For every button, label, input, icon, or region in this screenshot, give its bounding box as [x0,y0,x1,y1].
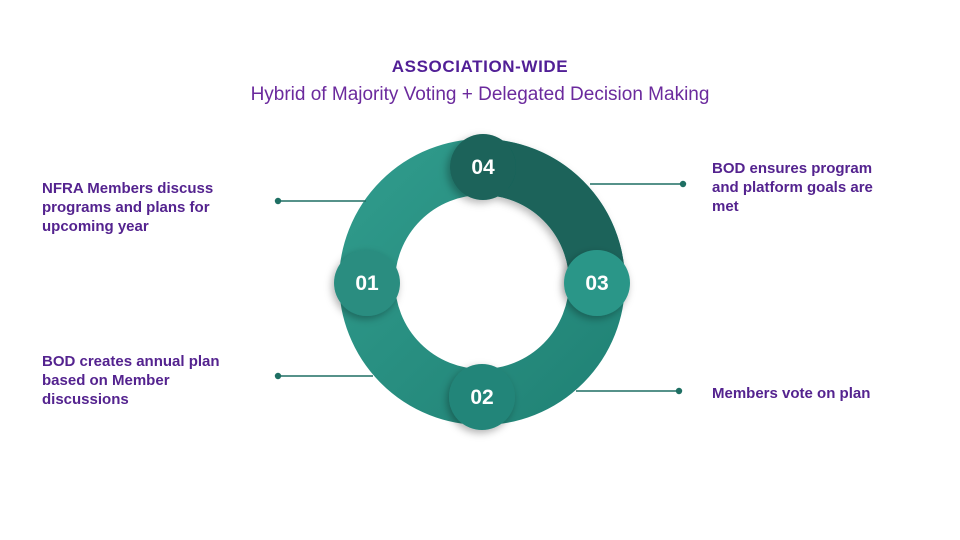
connector-dots [274,180,687,395]
connector-dot-top-left [274,197,282,205]
step-number-03: 03 [585,272,608,295]
callout-label-step-02: BOD creates annual plan based on Member … [42,353,220,408]
connector-dot-bottom-left [274,372,282,380]
page-subtitle: Hybrid of Majority Voting + Delegated De… [250,84,710,105]
step-bubble-02 [449,364,515,430]
step-bubble-04 [450,134,516,200]
step-bubble-03 [564,250,630,316]
step-number-01: 01 [355,272,379,295]
step-number-02: 02 [470,386,493,409]
connector-dot-top-right [679,180,687,188]
callout-label-step-01: NFRA Members discuss programs and plans … [42,180,214,235]
step-bubbles [334,250,630,430]
callout-label-step-03: Members vote on plan [712,385,871,402]
connector-lines [278,183,683,392]
header: ASSOCIATION-WIDE Hybrid of Majority Voti… [0,57,960,106]
page-title: ASSOCIATION-WIDE [391,57,569,76]
step-bubble-01 [334,250,400,316]
step-number-04: 04 [471,156,495,179]
connector-dot-bottom-right [675,387,683,395]
step-numbers: 01 02 03 04 [355,156,608,409]
callout-label-step-04: BOD ensures program and platform goals a… [712,160,873,215]
